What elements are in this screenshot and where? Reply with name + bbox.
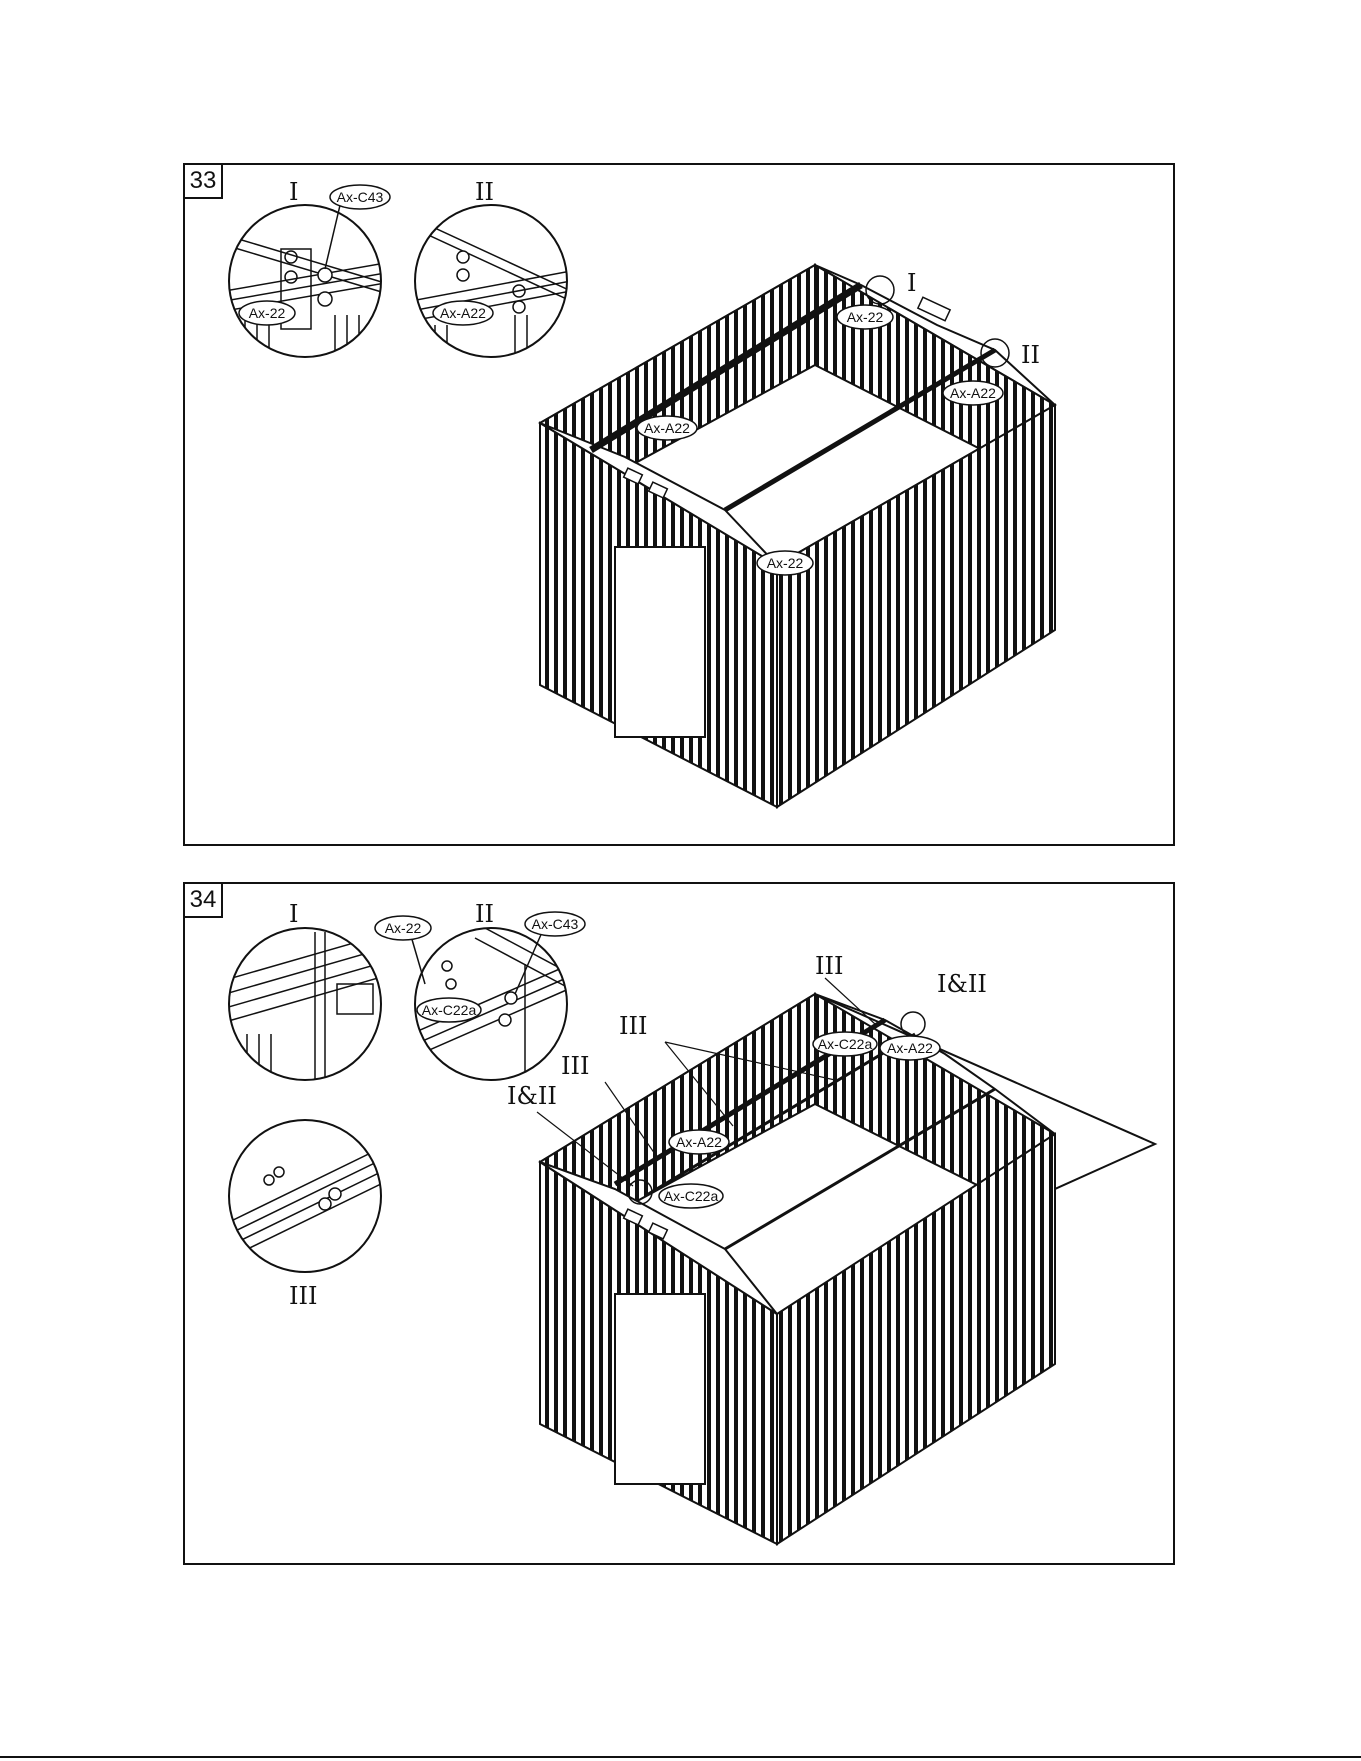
main-marker-I: I (907, 269, 916, 297)
detail-label-I: I (289, 178, 298, 206)
tag-main-c22a-right: Ax-C22a (818, 1036, 873, 1052)
detail-label-I: I (289, 900, 298, 928)
detail-label-III: III (289, 1282, 317, 1310)
detail-circle-II (411, 205, 571, 365)
main-marker-III-left: III (561, 1052, 589, 1080)
main-marker-II: II (1021, 341, 1040, 369)
detail-circle-I (225, 928, 385, 1084)
detail-circle-I (225, 205, 385, 365)
step-34-panel: 34 I (183, 882, 1175, 1565)
main-marker-III-mid: III (619, 1012, 647, 1040)
tag-main-left-lower: Ax-22 (767, 555, 804, 571)
tag-ax-22: Ax-22 (385, 920, 422, 936)
tag-main-a22-right: Ax-A22 (887, 1040, 933, 1056)
tag-main-a22-left: Ax-A22 (676, 1134, 722, 1150)
step-33-drawing: I Ax-C43 Ax-22 II Ax-A22 (185, 165, 1177, 848)
tag-main-left-beam: Ax-A22 (644, 420, 690, 436)
tag-main-c22a-left: Ax-C22a (664, 1188, 719, 1204)
step-33-panel: 33 I (183, 163, 1175, 846)
tag-ax-c22a: Ax-C22a (422, 1002, 477, 1018)
tag-ax-22: Ax-22 (249, 305, 286, 321)
main-marker-III-top: III (815, 952, 843, 980)
detail-label-II: II (475, 900, 494, 928)
tag-main-top: Ax-22 (847, 309, 884, 325)
step-34-drawing: I II Ax-22 Ax-C43 Ax-C22a (185, 884, 1177, 1567)
shed-drawing (537, 978, 1155, 1544)
page-bottom-rule (0, 1756, 1361, 1758)
tag-ax-c43: Ax-C43 (337, 189, 384, 205)
detail-label-II: II (475, 178, 494, 206)
shed-drawing (540, 265, 1055, 807)
tag-ax-c43: Ax-C43 (532, 916, 579, 932)
tag-main-right: Ax-A22 (950, 385, 996, 401)
tag-ax-a22: Ax-A22 (440, 305, 486, 321)
detail-circle-III (225, 1120, 385, 1272)
main-marker-I-II-left: I&II (507, 1082, 557, 1110)
main-marker-I-II-right: I&II (937, 970, 987, 998)
